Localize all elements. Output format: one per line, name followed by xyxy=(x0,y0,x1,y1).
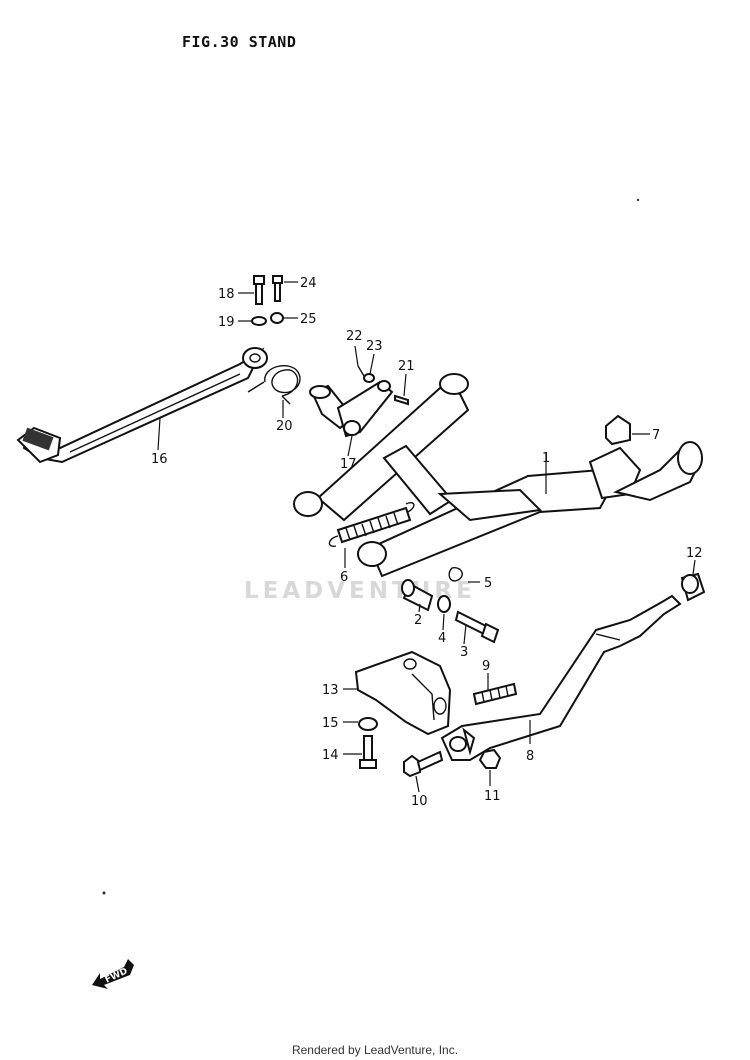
callout-18: 18 xyxy=(218,287,235,302)
speck xyxy=(102,891,106,895)
part-25-washer[interactable] xyxy=(270,312,284,324)
part-24-bolt[interactable] xyxy=(272,275,283,302)
watermark: LEADVENTURE xyxy=(244,578,476,604)
part-18-bolt[interactable] xyxy=(253,275,265,305)
part-9-side-stand-spring[interactable] xyxy=(472,682,518,706)
part-20-pedal-spring[interactable] xyxy=(247,364,301,405)
callout-5: 5 xyxy=(484,576,492,591)
callout-7: 7 xyxy=(652,428,660,443)
callout-22: 22 xyxy=(346,329,363,344)
callout-2: 2 xyxy=(414,613,422,628)
callout-25: 25 xyxy=(300,312,317,327)
part-8-side-stand[interactable] xyxy=(440,594,682,761)
part-15-washer[interactable] xyxy=(358,717,378,731)
part-21-pin[interactable] xyxy=(394,394,409,406)
callout-4: 4 xyxy=(438,631,446,646)
figure-title: FIG.30 STAND xyxy=(182,33,297,51)
part-4-washer[interactable] xyxy=(437,595,451,613)
callout-11: 11 xyxy=(484,789,501,804)
callout-labels: 18 19 24 25 22 23 21 20 16 17 1 7 6 5 2 … xyxy=(151,276,703,809)
part-5-clip[interactable] xyxy=(448,567,463,582)
forward-label: FWD xyxy=(104,967,130,986)
part-7-rubber-stop[interactable] xyxy=(605,414,631,446)
callout-12: 12 xyxy=(686,546,703,561)
callout-23: 23 xyxy=(366,339,383,354)
part-2-bushing[interactable] xyxy=(401,579,434,612)
callout-10: 10 xyxy=(411,794,428,809)
part-12-rubber-cap[interactable] xyxy=(680,572,706,602)
callout-19: 19 xyxy=(218,315,235,330)
callout-8: 8 xyxy=(526,749,534,764)
part-16-brake-pedal[interactable] xyxy=(16,347,268,464)
part-14-bolt[interactable] xyxy=(359,735,377,769)
part-17-pivot-arm[interactable] xyxy=(309,380,394,438)
part-11-nut[interactable] xyxy=(478,748,502,769)
callout-21: 21 xyxy=(398,359,415,374)
part-10-bolt[interactable] xyxy=(403,750,444,778)
forward-arrow-icon: FWD xyxy=(92,959,134,989)
part-23-washer[interactable] xyxy=(363,373,375,383)
leader-lines xyxy=(157,281,696,793)
callout-16: 16 xyxy=(151,452,168,467)
callout-15: 15 xyxy=(322,716,339,731)
footer-credit: Rendered by LeadVenture, Inc. xyxy=(291,1043,459,1057)
callout-13: 13 xyxy=(322,683,339,698)
callout-17: 17 xyxy=(340,457,357,472)
callout-6: 6 xyxy=(340,570,348,585)
callout-20: 20 xyxy=(276,419,293,434)
part-22-cotter-pin[interactable] xyxy=(357,365,365,377)
callout-9: 9 xyxy=(482,659,490,674)
callout-24: 24 xyxy=(300,276,317,291)
callout-1: 1 xyxy=(542,451,550,466)
part-6-stand-spring[interactable] xyxy=(328,502,415,547)
callout-3: 3 xyxy=(460,645,468,660)
part-1-center-stand[interactable] xyxy=(293,373,703,578)
part-19-washer[interactable] xyxy=(251,316,267,326)
part-13-bracket[interactable] xyxy=(354,650,452,736)
part-3-bolt[interactable] xyxy=(454,610,500,644)
callout-14: 14 xyxy=(322,748,339,763)
speck xyxy=(636,198,640,202)
